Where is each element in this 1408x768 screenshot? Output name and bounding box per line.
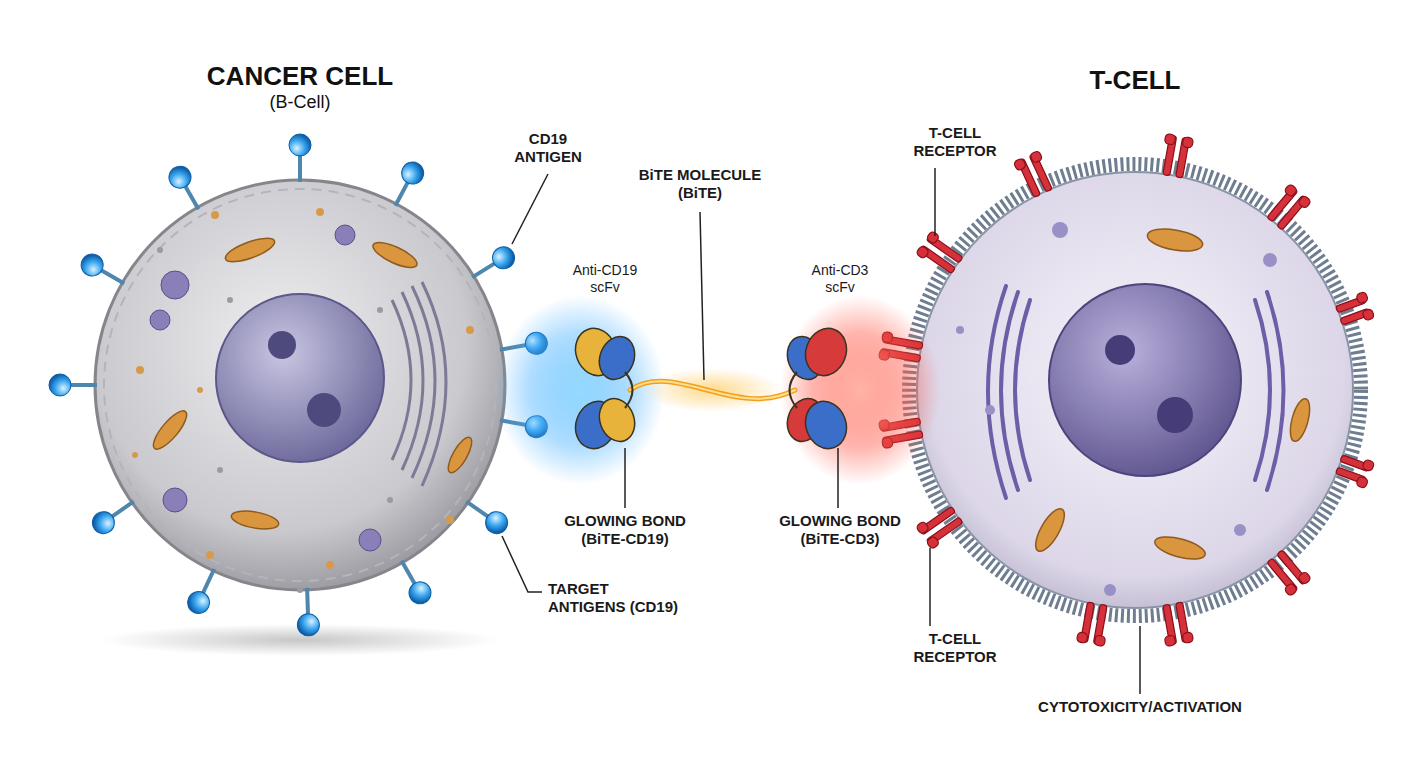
callout-label: CD19 ANTIGEN (508, 130, 588, 166)
cell-title: T-CELL (1039, 66, 1231, 96)
leader-line (502, 168, 1140, 694)
t-cell-receptor (878, 133, 1374, 646)
callout-label: GLOWING BOND (BiTE-CD19) (545, 512, 705, 548)
cancer-cell (95, 180, 505, 593)
t-cell (909, 164, 1361, 616)
cell-title: CANCER CELL (174, 62, 426, 92)
callout-label: Anti-CD3 scFv (797, 262, 883, 296)
binding-glow (495, 295, 665, 485)
callout-label: T-CELL RECEPTOR (905, 124, 1005, 160)
callout-label: T-CELL RECEPTOR (905, 630, 1005, 666)
cell-heading: T-CELL (1035, 64, 1235, 98)
callout-label: TARGET ANTIGENS (CD19) (548, 580, 686, 616)
callout-label: Anti-CD19 scFv (562, 262, 648, 296)
callout-label: BiTE MOLECULE (BiTE) (620, 166, 780, 202)
cell-subtitle: (B-Cell) (174, 92, 426, 113)
cd19-antigen (49, 134, 549, 636)
callout-label: CYTOTOXICITY/ACTIVATION (1005, 698, 1275, 716)
callout-label: GLOWING BOND (BiTE-CD3) (760, 512, 920, 548)
bite-molecule (569, 323, 853, 455)
binding-glow (780, 295, 940, 485)
cell-heading: CANCER CELL(B-Cell) (170, 60, 430, 115)
